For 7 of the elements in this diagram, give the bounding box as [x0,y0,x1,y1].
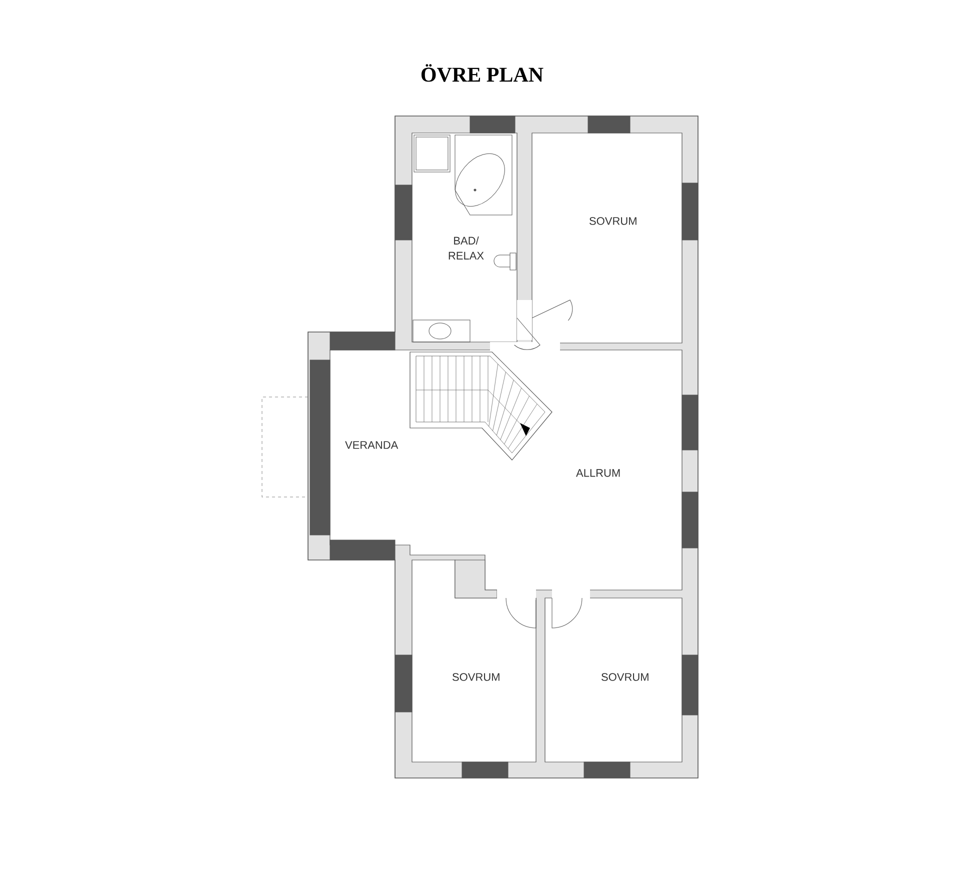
room-label: SOVRUM [590,217,636,225]
room-label: VERANDA [345,441,398,449]
title: ÖVRE PLAN [421,64,544,82]
room-label: ALLRUM [576,469,620,477]
room-label: SOVRUM [602,673,648,681]
room-label: SOVRUM [452,673,500,681]
room-label: BAD/ RELAX [448,236,484,260]
